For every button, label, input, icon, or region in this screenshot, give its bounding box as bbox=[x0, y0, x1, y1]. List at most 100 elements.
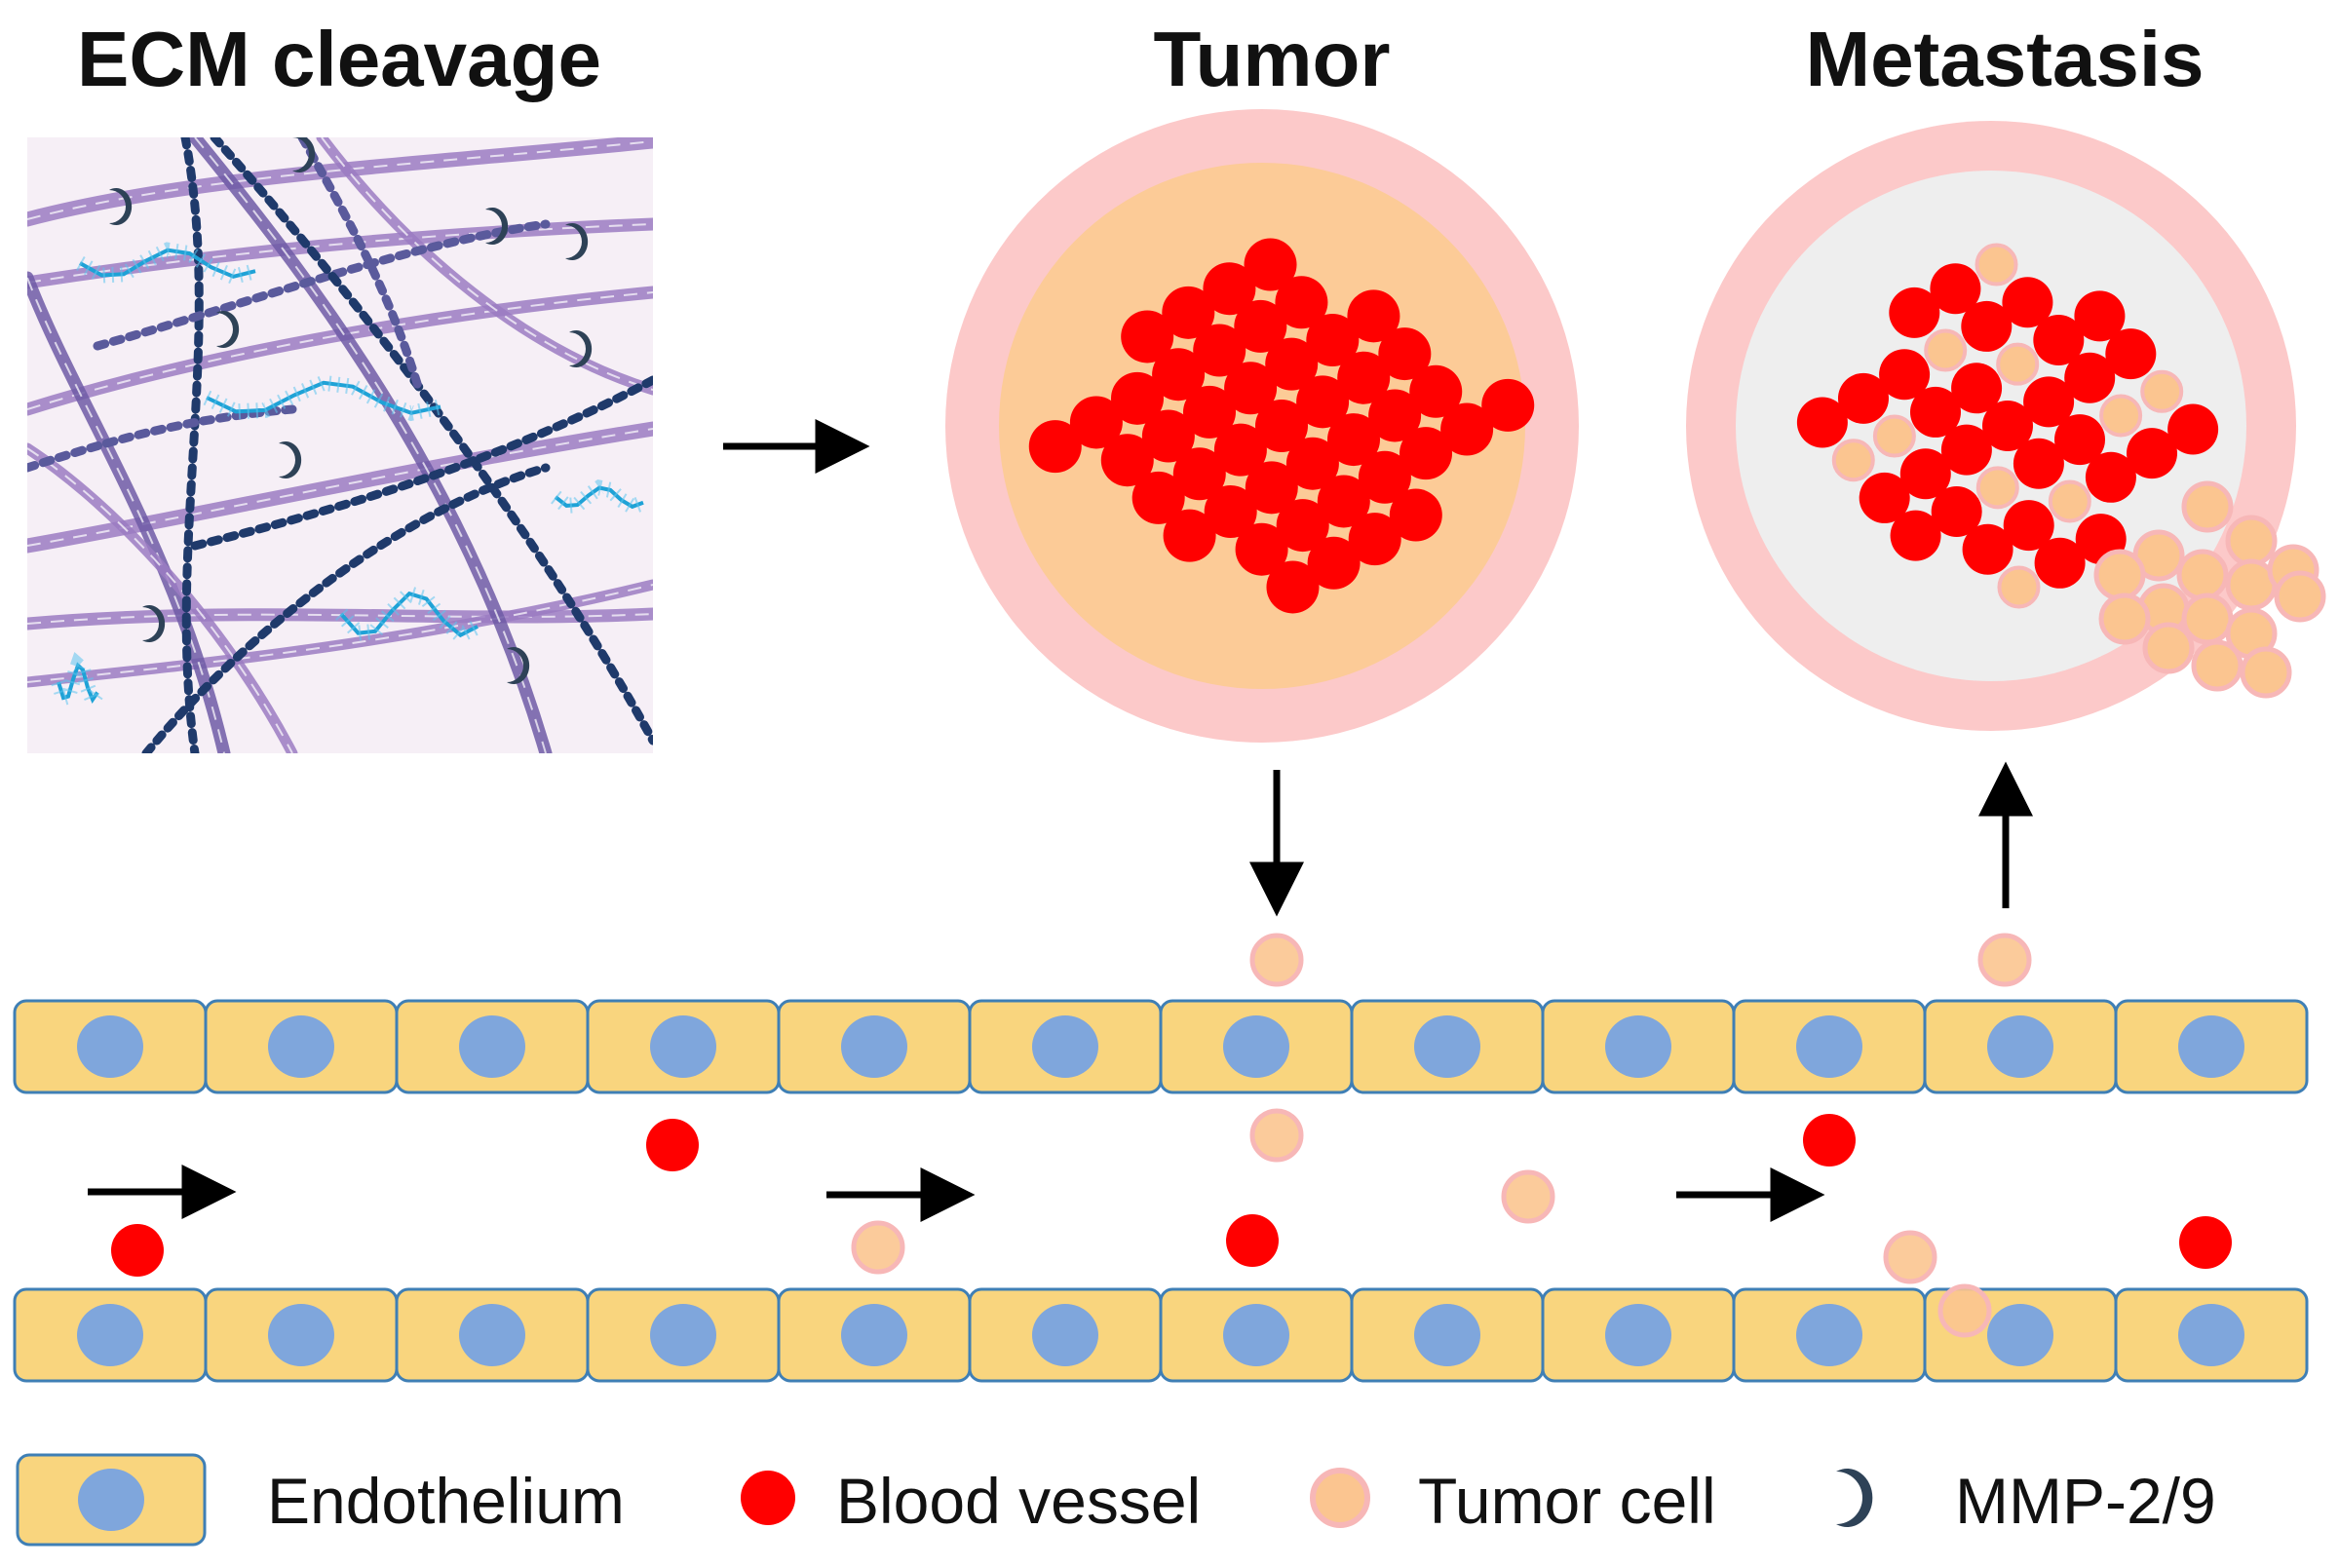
tumor-cell bbox=[1975, 243, 2018, 287]
blood-vessel-cell bbox=[1317, 475, 1370, 528]
blood-vessel-cell bbox=[1899, 448, 1951, 500]
blood-vessel-cell bbox=[1204, 485, 1257, 538]
endothelial-nucleus bbox=[1987, 1015, 2053, 1078]
blood-vessel-cell bbox=[2105, 328, 2157, 380]
tumor-cell bbox=[1249, 933, 1304, 987]
endothelial-nucleus bbox=[2178, 1015, 2244, 1078]
collagen-fiber-twist bbox=[27, 291, 653, 410]
tumor-cell bbox=[1883, 1230, 1937, 1284]
endothelial-nucleus bbox=[1987, 1304, 2053, 1366]
blood-vessel-cell bbox=[1100, 434, 1154, 487]
blood-vessel-cell bbox=[1389, 488, 1442, 542]
blood-vessel-cell bbox=[1226, 1214, 1279, 1267]
tumor-cell bbox=[2098, 593, 2151, 645]
blood-vessel-cell bbox=[1255, 400, 1308, 452]
legend-mmp-label: MMP-2/9 bbox=[1955, 1465, 2216, 1537]
endothelial-nucleus bbox=[459, 1015, 525, 1078]
collagen-fiber-twist bbox=[27, 613, 653, 625]
blood-vessel-cell bbox=[1378, 327, 1432, 381]
tumor-cell bbox=[2181, 480, 2234, 533]
blood-vessel-cell bbox=[1400, 427, 1453, 480]
vessel-lumen bbox=[88, 933, 2232, 1338]
blood-vessel-cell bbox=[1982, 401, 2033, 451]
mmp-pacman-icon bbox=[292, 137, 316, 172]
blood-vessel-cell bbox=[1028, 420, 1082, 474]
collagen-fiber-twist bbox=[27, 447, 293, 753]
tumor-title: Tumor bbox=[1154, 16, 1391, 102]
blood-vessel-cell bbox=[1296, 375, 1350, 429]
blood-vessel-cell bbox=[1961, 300, 2013, 352]
blood-vessel-cell bbox=[1234, 299, 1287, 353]
endothelial-nucleus bbox=[1796, 1015, 1862, 1078]
blood-vessel-cell bbox=[1837, 372, 1889, 424]
tumor-cell bbox=[1872, 414, 1916, 458]
blood-vessel-cell bbox=[1909, 386, 1961, 438]
ecm-cleavage-title: ECM cleavage bbox=[77, 16, 601, 102]
legend: Endothelium Blood vessel Tumor cell MMP-… bbox=[16, 1453, 2216, 1547]
ecm-fibers bbox=[27, 137, 653, 753]
blood-vessel-cell bbox=[1440, 402, 1494, 456]
tumor-cell bbox=[1996, 342, 2040, 386]
blood-vessel-cell bbox=[1409, 364, 1463, 418]
glycan-bristles bbox=[51, 652, 104, 716]
endothelial-nucleus bbox=[2178, 1304, 2244, 1366]
glycan-strand bbox=[339, 591, 479, 638]
blood-vessel-cell bbox=[2085, 451, 2136, 503]
tumor-cell bbox=[1997, 565, 2041, 609]
blood-vessel-cell bbox=[1337, 351, 1391, 404]
blood-vessel-cell bbox=[1358, 450, 1411, 504]
mmp-pacman-icon bbox=[565, 223, 589, 261]
metastasis-cluster bbox=[1796, 243, 2326, 699]
blood-vessel-cell bbox=[1193, 324, 1246, 377]
tumor-cell bbox=[1975, 466, 2019, 510]
mmp-pacman-icon bbox=[1836, 1469, 1873, 1527]
metastasis-title: Metastasis bbox=[1805, 16, 2204, 102]
blood-vessel-cell bbox=[1275, 276, 1328, 329]
mmp-pacman-icon bbox=[569, 330, 593, 367]
blood-vessel-cell bbox=[1481, 378, 1535, 432]
blood-vessel-cell bbox=[1245, 461, 1298, 515]
blood-vessel-cell bbox=[2033, 315, 2085, 365]
tumor-cell bbox=[851, 1220, 905, 1275]
blood-vessel-cell bbox=[1276, 499, 1329, 553]
blood-vessel-cell bbox=[646, 1119, 699, 1171]
beaded-fiber bbox=[210, 137, 653, 746]
blood-vessel-cell bbox=[1962, 523, 2013, 575]
blood-vessel-cell bbox=[1182, 385, 1236, 439]
endothelial-nucleus bbox=[459, 1304, 525, 1366]
tumor-cell bbox=[1937, 1283, 1992, 1338]
blood-vessel-cell bbox=[1327, 413, 1381, 467]
blood-vessel-cell bbox=[2054, 414, 2106, 466]
beaded-fiber bbox=[180, 137, 204, 753]
tumor-cell bbox=[2191, 639, 2243, 692]
legend-endothelium-label: Endothelium bbox=[267, 1465, 625, 1537]
mmp-pacman-icon bbox=[216, 311, 240, 348]
blood-vessel-cell bbox=[1069, 396, 1123, 449]
endothelial-nucleus bbox=[1414, 1304, 1480, 1366]
blood-vessel-cell bbox=[1162, 286, 1215, 339]
blood-vessel-cell bbox=[2179, 1216, 2232, 1269]
metastasis-circle bbox=[1686, 121, 2326, 731]
collagen-fiber-twist bbox=[27, 140, 653, 220]
tumor-cell bbox=[2176, 549, 2229, 601]
legend-tumor-cell-swatch bbox=[1310, 1468, 1370, 1528]
blood-vessel-cell bbox=[1889, 287, 1940, 338]
blood-vessel-cell bbox=[1213, 423, 1267, 477]
collagen-fiber-twist bbox=[321, 137, 653, 391]
mmp-pacman-icon bbox=[507, 647, 530, 684]
endothelium-bottom-row bbox=[13, 1287, 2309, 1383]
mmp-pacman-icon bbox=[109, 187, 133, 225]
endothelial-nucleus bbox=[1223, 1015, 1289, 1078]
blood-vessel-cell bbox=[1152, 348, 1206, 402]
endothelial-nucleus bbox=[1605, 1015, 1671, 1078]
blood-vessel-cell bbox=[1131, 471, 1185, 524]
tumor-cell bbox=[1501, 1169, 1555, 1224]
beaded-fiber bbox=[27, 404, 297, 473]
blood-vessel-cell bbox=[1141, 409, 1195, 463]
blood-vessel-cell bbox=[2127, 428, 2178, 479]
tumor-cell bbox=[2274, 570, 2326, 623]
endothelial-nucleus bbox=[268, 1015, 334, 1078]
mmp-pacman-icon bbox=[142, 604, 166, 642]
tumor-cell bbox=[2225, 515, 2278, 567]
